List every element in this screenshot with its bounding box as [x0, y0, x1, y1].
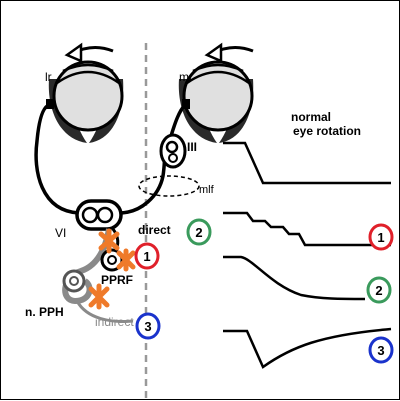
- oculomotor-nucleus: [159, 133, 187, 169]
- lesion-indirect-icon: [88, 283, 110, 310]
- label-lr: lr: [45, 70, 52, 84]
- label-mr: mr: [179, 70, 193, 84]
- trace-3: [223, 327, 392, 369]
- trace-marker-1-circle: 1: [368, 223, 394, 251]
- marker-2-circle: 2: [186, 218, 212, 246]
- mlf-region: [138, 175, 200, 197]
- abducens-nerve: [34, 103, 80, 215]
- svg-text:3: 3: [377, 343, 384, 358]
- svg-text:2: 2: [375, 283, 382, 298]
- label-npph: n. PPH: [25, 305, 64, 319]
- rotation-arrow-left-icon: [64, 42, 114, 63]
- pprf-nucleus: [100, 248, 124, 272]
- svg-text:3: 3: [144, 319, 151, 334]
- right-eye: [178, 60, 254, 143]
- label-mlf: mlf: [199, 184, 215, 196]
- marker-1-circle: 1: [134, 242, 160, 270]
- marker-3-circle: 3: [135, 312, 161, 340]
- lesion-direct-icon: [98, 228, 120, 254]
- svg-text:2: 2: [195, 225, 202, 240]
- oculomotor-nerve: [169, 103, 187, 137]
- trace-marker-2-circle: 2: [366, 276, 392, 304]
- label-VI: VI: [55, 226, 66, 240]
- npph-nucleus: [62, 269, 86, 293]
- label-indirect: indirect: [95, 315, 134, 329]
- trace-marker-3-circle: 3: [368, 336, 394, 364]
- label-eye-rotation: eye rotation: [293, 124, 361, 138]
- label-normal: normal: [291, 110, 331, 124]
- trace-2: [223, 255, 366, 301]
- trace-1: [223, 211, 391, 247]
- trace-normal: [223, 141, 391, 185]
- rotation-arrow-right-icon: [204, 42, 254, 63]
- abducens-nucleus: [75, 199, 123, 231]
- label-pprf: PPRF: [101, 273, 133, 287]
- indirect-pathway-down: [75, 300, 134, 323]
- left-eye: [46, 60, 124, 143]
- svg-text:1: 1: [377, 230, 384, 245]
- svg-text:1: 1: [143, 249, 150, 264]
- label-direct: direct: [138, 223, 171, 237]
- label-III: III: [187, 140, 197, 154]
- lesion-pprf-icon: [116, 248, 136, 272]
